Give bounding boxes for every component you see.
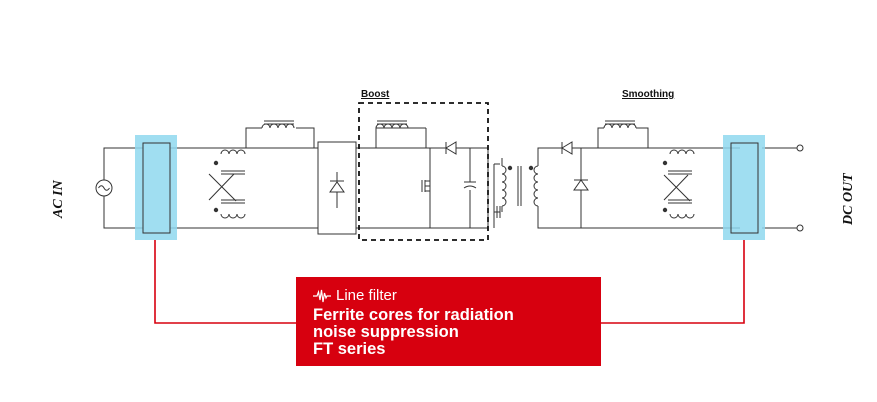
boost-label: Boost bbox=[361, 89, 390, 100]
callout-kicker-text: Line filter bbox=[336, 287, 397, 304]
boost-stage bbox=[366, 120, 488, 229]
callout-title-line-2: noise suppression bbox=[313, 323, 459, 341]
callout-kicker: Line filter bbox=[313, 287, 601, 304]
line-filter-core-left bbox=[142, 142, 171, 234]
transformer bbox=[501, 158, 539, 212]
callout-leader-right bbox=[601, 240, 745, 324]
smoothing-label: Smoothing bbox=[622, 89, 674, 100]
line-filter-callout: Line filter Ferrite cores for radiation … bbox=[296, 277, 601, 366]
dc-out-label: DC OUT bbox=[841, 172, 856, 226]
line-filter-core-right bbox=[730, 142, 759, 234]
smoothing-inductor bbox=[603, 123, 637, 129]
boost-section-box bbox=[358, 102, 489, 241]
output-terminal-negative bbox=[796, 224, 804, 232]
callout-title-line-1: Ferrite cores for radiation bbox=[313, 306, 514, 324]
ac-in-label: AC IN bbox=[51, 179, 66, 219]
output-terminal-positive bbox=[796, 144, 804, 152]
line-filter-highlight-right bbox=[723, 135, 765, 240]
callout-leader-left bbox=[154, 240, 296, 324]
secondary-diodes bbox=[561, 141, 589, 228]
waveform-icon bbox=[313, 289, 331, 302]
common-mode-choke-left bbox=[208, 149, 246, 219]
ac-source bbox=[95, 147, 143, 229]
bridge-rectifier bbox=[317, 141, 357, 235]
callout-title-line-3: FT series bbox=[313, 340, 386, 358]
line-filter-highlight-left bbox=[135, 135, 177, 240]
series-inductor-top-left bbox=[261, 123, 295, 129]
